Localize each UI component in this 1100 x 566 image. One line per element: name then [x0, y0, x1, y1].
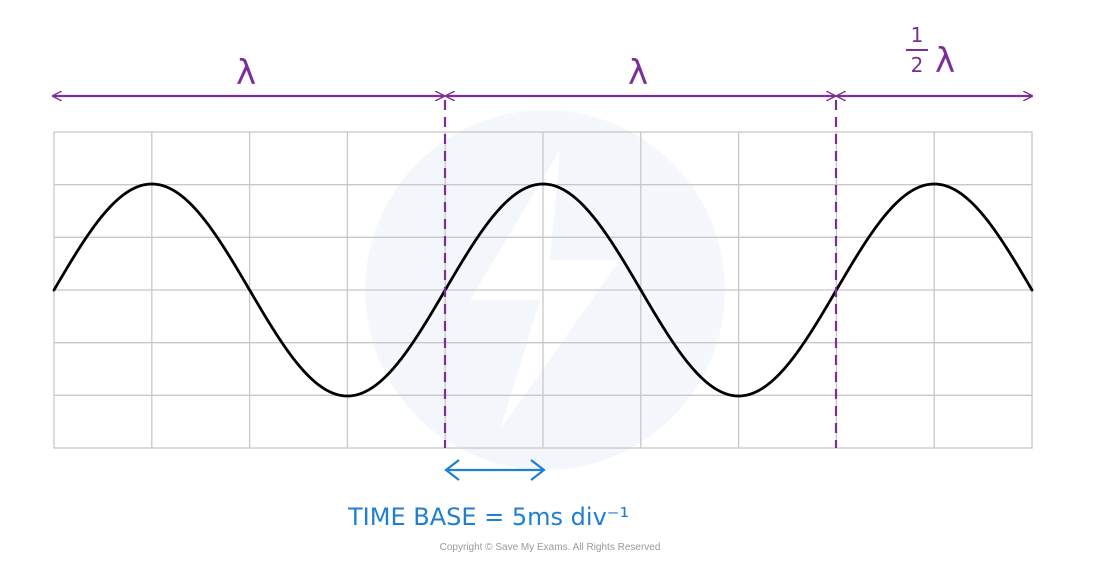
- wavelength-label-2: λ: [628, 53, 648, 93]
- oscilloscope-grid: [53, 131, 1033, 449]
- half-wavelength-label: 1 2 λ: [906, 23, 955, 81]
- waveform-trace: [52, 182, 1034, 398]
- wavelength-label-1: λ: [236, 53, 256, 93]
- time-base-label: TIME BASE = 5ms div⁻¹: [347, 503, 629, 531]
- fraction-numerator: 1: [911, 23, 924, 47]
- time-base-arrow: [444, 459, 546, 481]
- half-wavelength-lambda: λ: [935, 41, 955, 81]
- fraction-denominator: 2: [911, 53, 924, 77]
- copyright-notice: Copyright © Save My Exams. All Rights Re…: [440, 542, 661, 553]
